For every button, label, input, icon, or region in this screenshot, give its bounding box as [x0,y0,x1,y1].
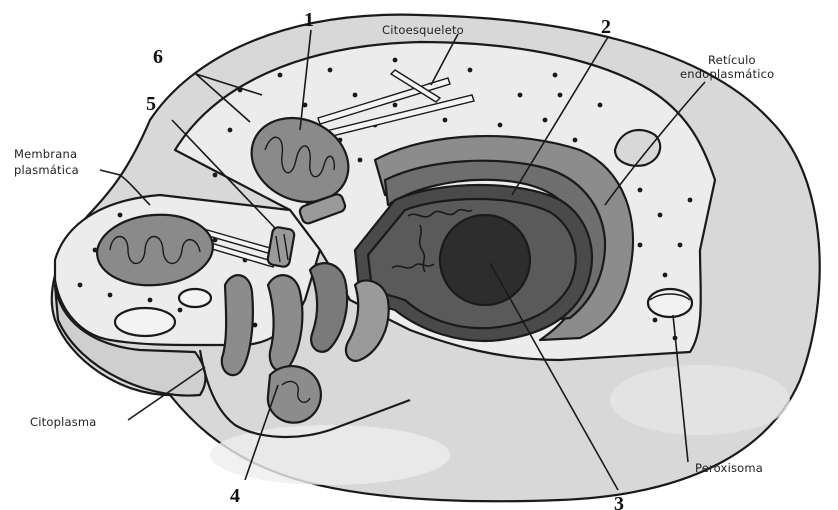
nucleolus [440,215,530,305]
label-peroxisoma: Peroxisoma [695,461,763,475]
label-citoplasma: Citoplasma [30,415,97,429]
number-3: 3 [614,493,624,510]
label-citoesqueleto: Citoesqueleto [382,23,464,37]
label-reticulo-line2: endoplasmático [680,67,774,81]
number-4: 4 [230,485,240,507]
vesicle-left-2 [179,289,211,307]
label-reticulo-line1: Retículo [708,53,756,67]
number-1: 1 [304,9,314,31]
number-6: 6 [153,46,163,68]
peroxisome [648,289,692,317]
vesicle-left-1 [115,308,175,336]
number-2: 2 [601,16,611,38]
number-5: 5 [146,93,156,115]
cell-highlight-right [610,365,790,435]
label-membrana-line1: Membrana [14,147,77,161]
label-membrana-line2: plasmática [14,163,79,177]
